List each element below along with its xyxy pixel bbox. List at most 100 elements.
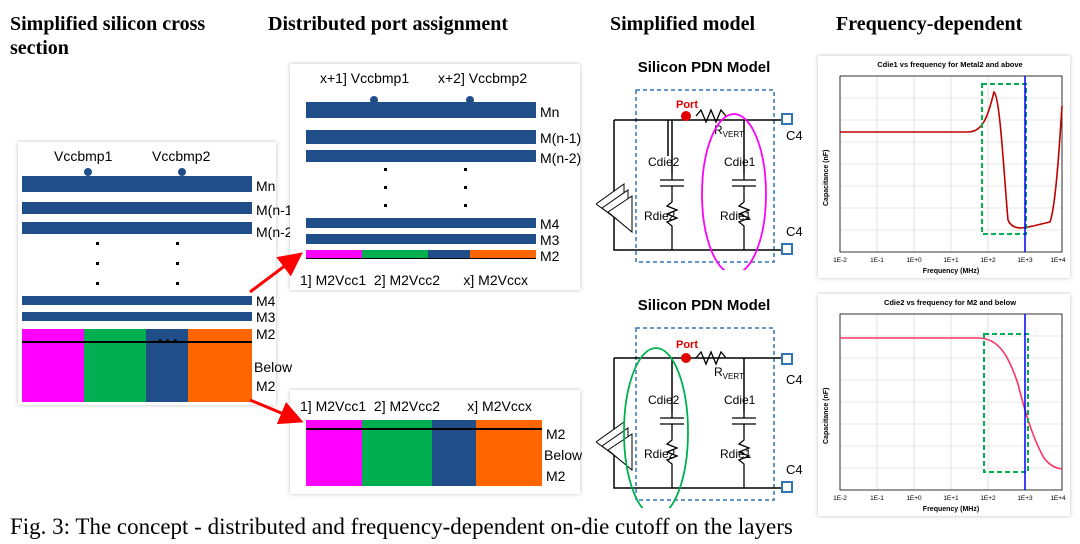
ellipsis-small: • • • [158,334,178,348]
plot-top-xticks: 1E-2 1E-1 1E+0 1E+1 1E+2 1E+3 1E+4 [833,257,1066,264]
port-label-bottom: Port [676,339,698,351]
top-strip-green [362,250,428,258]
cdie1-bottom: Cdie1 [724,393,756,407]
plot-bottom-xticks: 1E-2 1E-1 1E+0 1E+1 1E+2 1E+3 1E+4 [833,495,1066,502]
layer-m3: M3 [256,309,276,325]
header-port-assignment: Distributed port assignment [268,13,509,35]
bump1-label: Vccbmp1 [54,148,113,164]
metal-mn2 [22,222,252,234]
model-top-dashed-box [635,89,775,263]
plot-bottom-title: Cdie2 vs frequency for M2 and below [884,298,1016,307]
plot-bottom-xtick-4: 1E+2 [980,495,996,502]
figure-caption: Fig. 3: The concept - distributed and fr… [10,514,793,539]
plot-bottom-xtick-6: 1E+4 [1050,495,1066,502]
plot-top: Cdie1 vs frequency for Metal2 and above … [818,56,1070,278]
plot-top-svg: Cdie1 vs frequency for Metal2 and above … [823,60,1066,275]
top-layer-mn2: M(n-2) [540,150,582,166]
layer-m4: M4 [256,293,276,309]
top-metal-mn2 [306,150,536,162]
top-layer-m3: M3 [540,232,560,248]
top-layer-m4: M4 [540,216,560,232]
bot-block-orange [476,420,542,486]
top-dots-2 [464,168,467,214]
model-bottom: Silicon PDN Model Port RVERT C4 C4 Cdie2… [595,292,806,517]
plot-top-xtick-4: 1E+2 [980,257,996,264]
block-orange [188,329,252,402]
port-assignment-bottom-panel: 1] M2Vcc1 2] M2Vcc2 x] M2Vccx M2 Below M… [290,390,583,494]
plot-top-xtick-5: 1E+3 [1017,257,1033,264]
rvert-top: RVERT [714,123,744,139]
layer-m2: M2 [256,326,276,342]
bump2-dot [178,168,186,176]
metal-m4 [22,296,252,305]
plot-top-title: Cdie1 vs frequency for Metal2 and above [877,60,1022,69]
cdie2-bottom: Cdie2 [648,393,680,407]
highlight-ellipse-bottom [623,347,689,517]
layer-below: Below [254,359,293,375]
top-layer-m2: M2 [540,248,560,264]
header-frequency: Frequency-dependent [836,13,1023,35]
plot-bottom-xtick-2: 1E+0 [906,495,922,502]
model-bottom-dashed-box [635,327,775,501]
plot-bottom-xtick-5: 1E+3 [1017,495,1033,502]
c4-label-top-2: C4 [786,224,803,239]
model-bottom-svg: Silicon PDN Model Port RVERT C4 C4 Cdie2… [595,297,803,517]
plot-top-box [981,83,1027,235]
plot-top-ylabel: Capacitance (nF) [823,150,830,206]
top-layer-mn: Mn [540,104,560,120]
bot-block-blue [432,420,476,486]
c4-label-bottom-1: C4 [786,372,803,387]
rdie2-top: Rdie2 [644,209,676,223]
metal-m3 [22,312,252,321]
c4-top-1 [781,113,793,125]
rdie1-top: Rdie1 [720,209,752,223]
top-strip-magenta [306,250,362,258]
plot-top-xtick-3: 1E+1 [943,257,959,264]
cdie2-top: Cdie2 [648,155,680,169]
layer-mn1: M(n-1) [256,202,298,218]
c4-bottom-2 [781,481,793,493]
plot-top-grid [839,76,1063,252]
bot-block-green [362,420,432,486]
plot-bottom-xlabel: Frequency (MHz) [923,506,979,513]
bot-layer-below: Below [544,447,583,463]
bot-ports-label: 1] M2Vcc1 2] M2Vcc2 x] M2Vccx [300,398,532,414]
model-top: Silicon PDN Model Port RVERT C4 C4 Cdie2… [595,54,806,275]
top-ports-label: 1] M2Vcc1 2] M2Vcc2 x] M2Vccx [300,272,528,288]
plot-top-xtick-2: 1E+0 [906,257,922,264]
plot-bottom-ylabel: Capacitance (nF) [823,388,830,444]
ellipsis-dots-2 [176,242,179,292]
block-green [84,329,146,402]
c4-label-top-1: C4 [786,128,803,143]
port-label-top: Port [676,99,698,111]
top-dots-1 [384,168,387,214]
top-bump2-dot [466,96,474,104]
plot-top-xtick-6: 1E+4 [1050,257,1066,264]
port-dot-top [681,111,691,121]
ellipsis-dots-1 [96,242,99,292]
top-metal-m3 [306,234,536,244]
plot-bottom-xtick-3: 1E+1 [943,495,959,502]
c4-bottom-1 [781,353,793,365]
plot-bottom-box [983,333,1029,473]
layer-below-m2: M2 [256,378,276,394]
plot-top-xtick-1: 1E-1 [870,257,884,264]
top-strip-orange [470,250,536,258]
plot-bottom-xtick-1: 1E-1 [870,495,884,502]
top-bump1-label: x+1] Vccbmp1 [320,70,410,86]
bump2-label: Vccbmp2 [152,148,211,164]
c4-top-2 [781,243,793,255]
layer-mn2: M(n-2) [256,224,298,240]
model-top-svg: Silicon PDN Model Port RVERT C4 C4 Cdie2… [595,59,803,275]
model-bottom-title: Silicon PDN Model [638,297,771,314]
top-strip-blue [428,250,470,258]
block-magenta [22,329,84,402]
bot-block-magenta [306,420,362,486]
metal-mn1 [22,202,252,214]
bot-layer-m2: M2 [546,426,566,442]
header-model: Simplified model [610,13,756,35]
layer-mn: Mn [256,178,276,194]
port-dot-bottom [681,353,691,363]
c4-label-bottom-2: C4 [786,462,803,477]
top-metal-m4 [306,218,536,228]
